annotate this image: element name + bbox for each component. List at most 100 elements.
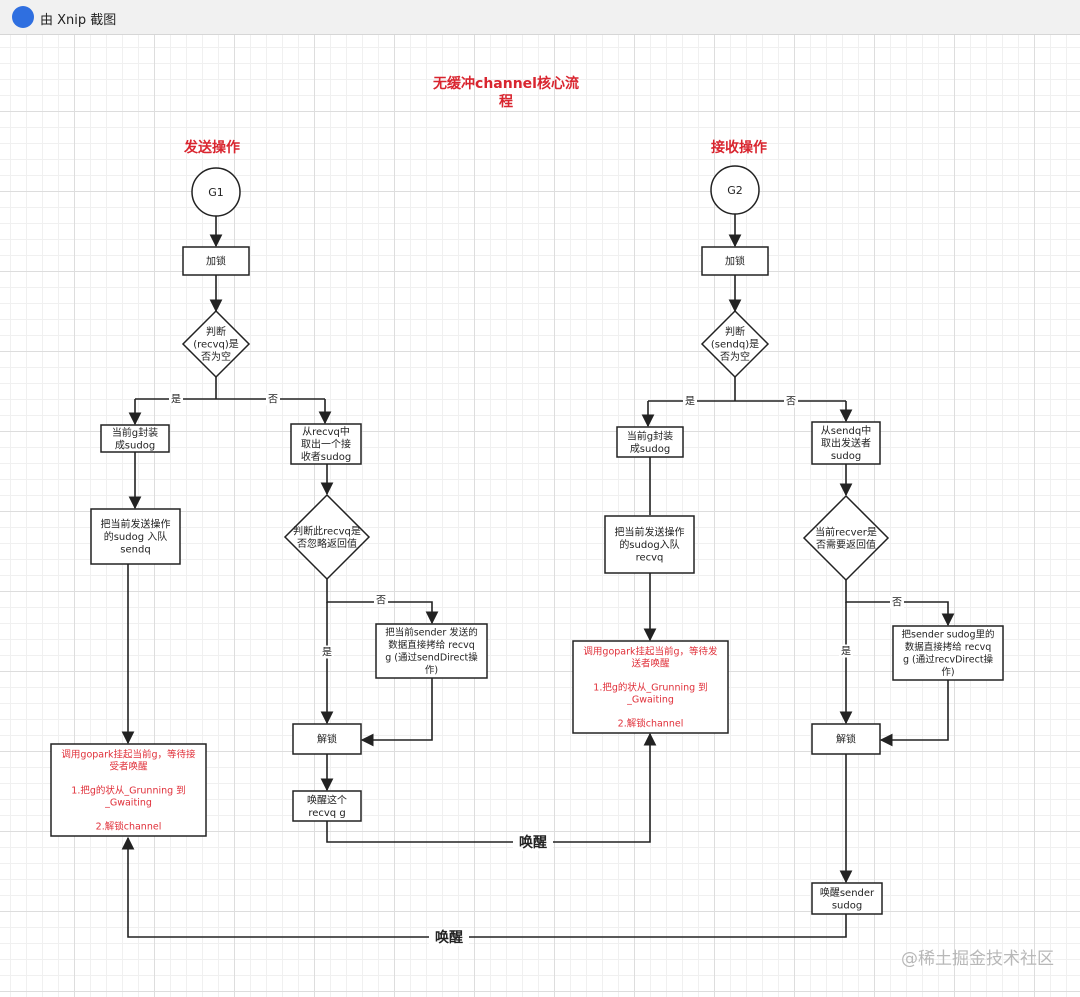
recv-yes-label-bg [683, 394, 697, 408]
recv-start-node [710, 165, 760, 215]
recv-check-diamond-text: (sendq)是 [711, 339, 759, 351]
send-dequeue-box-text: 取出一个接 [301, 438, 351, 451]
recv-check2-diamond-shape [802, 494, 890, 582]
recv-check-diamond-text: 否为空 [720, 350, 750, 363]
recv-wrap-box-text: 当前g封装 [627, 429, 673, 442]
recv-copy-box-text: 数据直接拷给 recvq [905, 641, 991, 653]
send-dequeue-box-text: 收者sudog [301, 450, 351, 463]
recv-enqueue-box-text: 把当前发送操作 [615, 526, 685, 539]
send-park-box-text: 调用gopark挂起当前g，等待接 [61, 748, 196, 760]
recv-dequeue-box-text: 从sendq中 [821, 424, 871, 437]
send-enqueue-box [90, 508, 181, 565]
recv-wrap-box [616, 426, 684, 458]
recv-wake-box [811, 882, 883, 915]
recv-check-diamond-shape [700, 309, 770, 379]
send-dequeue-box-shape [290, 423, 362, 465]
wake-label-mid: 唤醒 [519, 834, 547, 851]
send-wake-box-text: recvq g [308, 808, 345, 819]
wake-label-mid-bg [513, 833, 553, 851]
recv-check-diamond-text: 判断 [725, 325, 745, 338]
send-edge-copy-unlock [360, 678, 433, 747]
recv-check2-diamond-text: 当前recver是 [815, 525, 877, 538]
send-yes2-label-bg [320, 645, 334, 659]
recv-enqueue-box-shape [604, 515, 695, 574]
send-enqueue-box-text: 把当前发送操作 [101, 518, 171, 531]
recv-lock-box [701, 246, 769, 276]
recv-park-box-text: 2.解锁channel [618, 717, 684, 729]
send-enqueue-box-text: sendq [120, 545, 150, 556]
send-no-label-bg [266, 392, 280, 406]
recv-park-box-text: 1.把g的状从_Grunning 到 [593, 681, 707, 693]
recv-dequeue-box [811, 421, 881, 465]
recv-copy-box-text: 作) [941, 666, 954, 678]
window-title: 由 Xnip 截图 [40, 13, 117, 28]
recv-start-node-shape [710, 165, 760, 215]
recv-edge-copy-unlock [879, 680, 949, 747]
recv-check-diamond [700, 309, 770, 379]
send-check2-diamond [283, 493, 371, 581]
recv-park-box-shape [572, 640, 729, 734]
recv-park-box-text: 调用gopark挂起当前g，等待发 [583, 645, 718, 657]
recv-copy-box-shape [892, 625, 1004, 681]
recv-copy-box-text: g (通过recvDirect操 [903, 654, 994, 666]
send-unlock-box [292, 723, 362, 755]
send-copy-box-text: 把当前sender 发送的 [385, 627, 478, 639]
send-unlock-box-text: 解锁 [317, 733, 337, 746]
send-park-box-text: 1.把g的状从_Grunning 到 [71, 784, 185, 796]
recv-dequeue-box-shape [811, 421, 881, 465]
watermark: @稀土掘金技术社区 [901, 949, 1054, 969]
recv-park-box-text: _Gwaiting [626, 694, 674, 705]
wake-edge-sender-to-send-park [121, 836, 847, 938]
send-wrap-box-shape [100, 424, 170, 453]
wake-label-bottom: 唤醒 [435, 929, 463, 946]
send-copy-box-text: 作) [425, 664, 438, 676]
recv-no-label-bg [784, 394, 798, 408]
recv-check2-diamond [802, 494, 890, 582]
send-park-box-text: 2.解锁channel [96, 820, 162, 832]
diagram-title: 无缓冲channel核心流 [432, 75, 579, 92]
flowchart-labels: 无缓冲channel核心流程发送操作G1加锁判断(recvq)是否为空是否当前g… [61, 75, 994, 946]
recv-unlock-box-shape [811, 723, 881, 755]
send-wrap-box-text: 当前g封装 [112, 426, 158, 439]
send-wake-box-shape [292, 790, 362, 822]
recv-copy-box-text: 把sender sudog里的 [902, 629, 995, 641]
send-check2-diamond-text: 判断此recvq是 [293, 524, 361, 537]
send-check-diamond-text: (recvq)是 [193, 339, 239, 351]
recv-check2-diamond-text: 否需要返回值 [816, 538, 876, 551]
recv-no-label: 否 [786, 396, 796, 408]
recv-heading: 接收操作 [711, 139, 767, 156]
send-wrap-box [100, 424, 170, 453]
diagram-title-line2: 程 [499, 94, 513, 110]
send-lock-box [182, 246, 250, 276]
recv-unlock-box [811, 723, 881, 755]
recv-wrap-box-text: 成sudog [630, 443, 670, 455]
recv-start-node-text: G2 [727, 184, 743, 197]
send-lock-box-text: 加锁 [206, 255, 226, 268]
recv-yes2-label: 是 [841, 646, 851, 658]
send-check2-diamond-text: 否忽略返回值 [297, 537, 357, 550]
send-copy-box [375, 623, 488, 679]
send-no2-label: 否 [376, 595, 386, 607]
recv-lock-box-text: 加锁 [725, 255, 745, 268]
recv-yes2-label-bg [839, 644, 853, 658]
recv-dequeue-box-text: 取出发送者 [821, 437, 871, 450]
send-copy-box-shape [375, 623, 488, 679]
window-titlebar: 由 Xnip 截图 [0, 0, 1080, 35]
recv-unlock-box-text: 解锁 [836, 733, 856, 746]
send-park-box [50, 743, 207, 837]
recv-park-box-text: 送者唤醒 [631, 657, 670, 669]
recv-wake-box-text: sudog [832, 900, 862, 911]
send-dequeue-box [290, 423, 362, 465]
send-heading: 发送操作 [183, 139, 240, 156]
recv-enqueue-box-text: recvq [636, 553, 664, 564]
send-copy-box-text: 数据直接拷给 recvq [388, 639, 474, 651]
recv-wake-box-shape [811, 882, 883, 915]
send-park-box-shape [50, 743, 207, 837]
recv-wrap-box-shape [616, 426, 684, 458]
connector-lines [121, 214, 955, 938]
send-unlock-box-shape [292, 723, 362, 755]
recv-no2-label: 否 [892, 597, 902, 609]
send-lock-box-shape [182, 246, 250, 276]
flowchart-nodes [50, 165, 1004, 915]
